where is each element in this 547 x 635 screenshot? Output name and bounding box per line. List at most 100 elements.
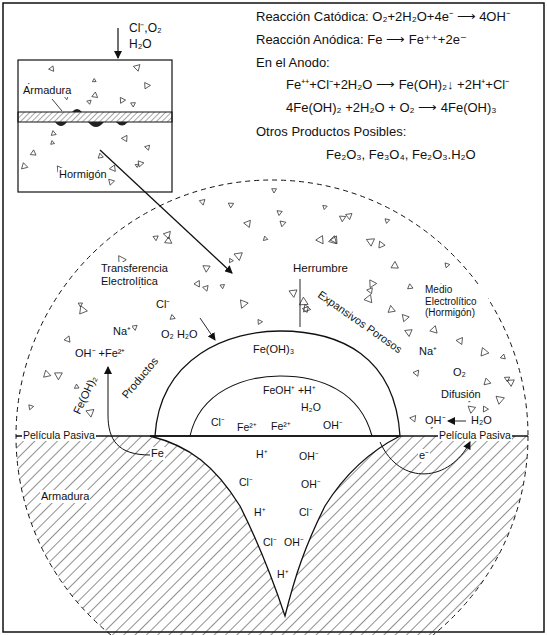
aggregate-stone [203,266,210,273]
aggregate-stone [230,258,234,262]
ion-label: Na⁺ [418,345,438,358]
equation: Fe₂O₃, Fe₃O₄, Fe₂O₃.H₂O [325,148,477,163]
heading-text: Otros Productos Posibles: [255,125,407,140]
aggregate-stone [304,305,311,313]
aggregate-stone [55,373,63,380]
aggregate-stone [244,220,251,227]
detail-view [0,436,547,635]
aggregate-stone [445,263,450,268]
aggregate-stone [98,153,103,158]
metal-label: Fe [150,447,165,460]
electron-arrow [380,442,470,474]
aggregate-stone [153,236,158,241]
product-label: Expansivos Porosos [315,288,406,357]
aggregate-stone [80,306,88,314]
equation: Reacción Catódica: O₂+2H₂O+4e⁻ ⟶ 4OH⁻ [255,10,511,25]
ion-label: Fe²⁺ [236,421,258,433]
aggregate-stone [379,241,385,248]
equation: 4Fe(OH)₂ +2H₂O + O₂ ⟶ 4Fe(OH)₃ [285,101,498,116]
aggregate-stone [430,326,437,333]
aggregate-stone [120,97,125,103]
aggregate-stone [165,237,172,244]
aggregate-stone [408,284,413,289]
aggregate-stone [145,83,151,89]
products-inner [190,376,372,436]
aggregate-stone [51,141,55,145]
ion-label: OH⁻ [283,536,305,548]
equation: Fe⁺⁺+Cl⁻+2H₂O ⟶ Fe(OH)₂↓ +2H⁺+Cl⁻ [285,78,510,93]
aggregate-stone [496,396,504,404]
aggregate-stone [30,150,36,155]
corrosion-pit [150,436,400,616]
products-dome [155,331,400,436]
aggregate-stone [131,103,136,107]
aggregate-stone [329,236,337,244]
aggregate-stone [199,200,205,206]
aggregate-stone [402,315,409,322]
aggregate-stone [121,135,127,141]
aggregate-stone [109,165,115,171]
aggregate-stone [74,384,79,388]
inset-section [18,28,232,273]
ion-label: Na⁺ [112,325,132,338]
ion-label: FeOH⁺ +H⁺ [262,384,317,396]
ion-label: Cl⁻ [155,298,171,311]
aggregate-stone [263,236,267,240]
aggregate-stone [92,92,98,98]
ion-label: H₂O [300,401,322,413]
aggregate-stone [385,219,390,224]
ion-label: OH⁻ [300,478,322,490]
aggregate-stone [484,378,491,385]
aggregate-stone [133,65,140,72]
aggregate-stone [323,205,327,209]
agent-label: Cl⁻,O₂ [128,22,163,36]
aggregate-stone [132,325,137,330]
aggregate-stone [364,295,372,303]
aggregate-stone [170,315,175,320]
ion-label: e⁻ [418,449,430,462]
process-label: Difusión [440,388,482,401]
part-name: Armadura [22,84,72,97]
aggregate-stone [405,330,412,337]
aggregate-stone [289,290,297,298]
aggregate-stone [29,405,34,410]
aggregate-stone [194,281,200,288]
part-name: Hormigón [58,168,108,181]
aggregate-stone [504,377,509,382]
detail-circle [16,180,528,635]
aggregate-stone [234,253,242,261]
part-name: Medio Electrolítico (Hormigón) [424,284,488,319]
ion-label: OH⁻ [322,419,344,431]
aggregate-stone [78,303,82,307]
ion-label: OH⁻ [298,450,320,462]
part-name: Armadura [40,490,90,503]
product-label: Fe(OH)₃ [252,343,295,356]
aggregate-stone [51,131,56,136]
aggregate-stone [280,221,286,227]
heading-text: En el Anodo: [255,56,331,71]
product-label: Productos [119,354,162,402]
ion-label: H⁺ [276,568,290,580]
equation: Reacción Anódica: Fe ⟶ Fe⁺⁺+2e⁻ [255,33,468,48]
ion-label: H⁺ [255,448,269,460]
aggregate-stone [316,236,323,244]
aggregate-stone [413,370,419,376]
aggregate-stone [109,179,115,185]
aggregate-stone [49,66,54,71]
aggregate-stone [366,239,374,246]
ion-label: Cl⁻ [298,506,314,518]
aggregate-stone [330,236,337,244]
aggregate-stone [277,211,282,216]
aggregate-stone [299,297,308,305]
aggregate-stone [258,320,263,325]
aggregate-stone [22,163,28,169]
product-label: Fe(OH)₂ [70,373,100,417]
aggregate-stone [44,370,51,377]
aggregate-stone [391,261,398,268]
aggregate-stone [388,306,395,313]
aggregate-stone [228,203,233,208]
aggregate-stone [220,285,225,289]
ion-label: Cl⁻ [262,536,278,548]
aggregate-stone [92,79,96,82]
part-name: Película Pasiva [438,429,512,441]
